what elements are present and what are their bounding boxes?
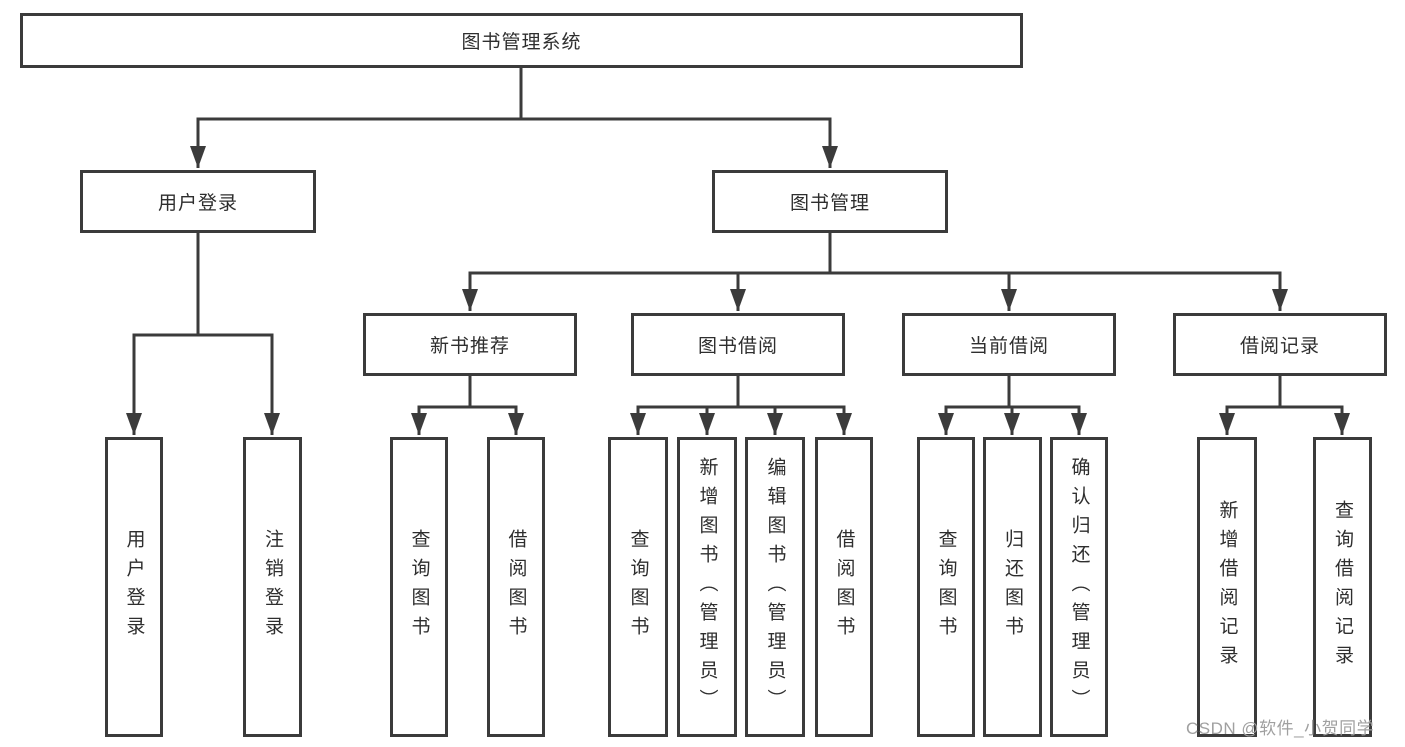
trunk-root [196,66,832,121]
leaf-bb-add-book-admin: 新增图书（管理员） [677,437,737,737]
leaf-bb-edit-book-admin-label: 编辑图书（管理员） [764,456,786,718]
leaf-br-add-record: 新增借阅记录 [1197,437,1257,737]
node-root-system: 图书管理系统 [20,13,1023,68]
leaf-user-login: 用户登录 [105,437,163,737]
leaf-br-query-record: 查询借阅记录 [1313,437,1372,737]
leaf-user-login-label: 用户登录 [123,529,145,645]
trunk-book-borrow [636,374,846,409]
node-user-login-label: 用户登录 [157,193,238,214]
leaf-logout: 注销登录 [243,437,302,737]
leaf-cb-return-book-label: 归还图书 [1002,529,1023,645]
watermark: CSDN @软件_小贺同学 [1186,719,1375,738]
leaf-bb-borrow-book-label: 借阅图书 [833,529,855,645]
leaf-br-query-record-label: 查询借阅记录 [1332,500,1353,674]
trunk-current-borrow [944,374,1081,409]
trunk-borrow-records [1225,374,1344,409]
leaf-nb-query-book: 查询图书 [390,437,448,737]
node-new-book-recommend: 新书推荐 [363,313,577,376]
trunk-user-login [132,231,274,337]
node-current-borrow-label: 当前借阅 [968,336,1049,357]
leaf-br-add-record-label: 新增借阅记录 [1216,500,1238,674]
leaf-nb-borrow-book: 借阅图书 [487,437,545,737]
node-borrow-records-label: 借阅记录 [1239,336,1320,357]
leaf-logout-label: 注销登录 [262,529,283,645]
trunk-book-management [468,231,1282,275]
leaf-cb-query-book-label: 查询图书 [935,529,957,645]
node-book-management-label: 图书管理 [789,193,870,214]
leaf-bb-add-book-admin-label: 新增图书（管理员） [696,456,718,718]
leaf-nb-borrow-book-label: 借阅图书 [505,529,527,645]
node-book-borrow-label: 图书借阅 [697,336,778,357]
node-root-system-label: 图书管理系统 [461,32,582,53]
node-book-management: 图书管理 [712,170,948,233]
node-current-borrow: 当前借阅 [902,313,1116,376]
leaf-cb-confirm-return-admin-label: 确认归还（管理员） [1068,456,1090,718]
trunk-new-book [417,374,518,409]
leaf-bb-borrow-book: 借阅图书 [815,437,873,737]
node-borrow-records: 借阅记录 [1173,313,1387,376]
leaf-nb-query-book-label: 查询图书 [408,529,430,645]
node-new-book-recommend-label: 新书推荐 [429,336,510,357]
node-book-borrow: 图书借阅 [631,313,845,376]
leaf-bb-edit-book-admin: 编辑图书（管理员） [745,437,805,737]
leaf-bb-query-book: 查询图书 [608,437,668,737]
leaf-cb-return-book: 归还图书 [983,437,1042,737]
leaf-bb-query-book-label: 查询图书 [627,529,649,645]
node-user-login: 用户登录 [80,170,316,233]
leaf-cb-query-book: 查询图书 [917,437,975,737]
leaf-cb-confirm-return-admin: 确认归还（管理员） [1050,437,1108,737]
